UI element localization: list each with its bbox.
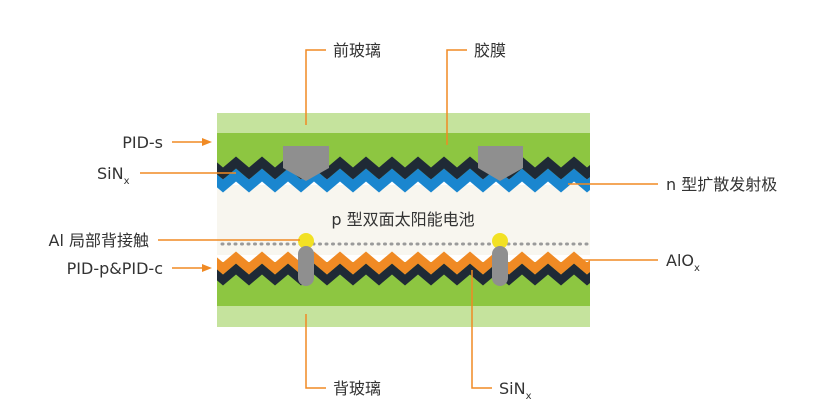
label-n-emitter: n 型扩散发射极: [666, 175, 777, 194]
leader-front-glass: [305, 49, 326, 125]
cell-label: p 型双面太阳能电池: [331, 210, 474, 229]
front-contact-right: [478, 146, 523, 181]
front-glass-layer: [217, 113, 590, 135]
back-contact-right: [492, 246, 508, 286]
arrow-pid-s: [202, 138, 212, 146]
label-encapsulant: 胶膜: [474, 41, 506, 60]
arrow-pid-pc: [202, 264, 212, 272]
front-contact-left: [283, 146, 329, 181]
label-alox-sub: x: [694, 263, 700, 274]
back-contact-left: [298, 246, 314, 286]
label-sinx-front-main: SiN: [97, 164, 124, 183]
cell-stack: [217, 113, 590, 327]
label-sinx-back-main: SiN: [499, 379, 526, 398]
label-alox-main: AlO: [666, 251, 694, 270]
label-sinx-back-sub: x: [526, 391, 532, 402]
leader-arrowheads: [202, 138, 212, 272]
label-sinx-front-sub: x: [124, 176, 130, 187]
label-back-glass: 背玻璃: [333, 379, 381, 398]
leader-sinx-back: [471, 270, 492, 389]
label-sinx-front: SiNx: [97, 164, 130, 187]
label-al-contact: Al 局部背接触: [49, 231, 149, 250]
label-front-glass: 前玻璃: [333, 41, 381, 60]
leader-back-glass: [305, 314, 326, 389]
label-alox: AlOx: [666, 251, 700, 274]
leader-encapsulant: [446, 49, 467, 145]
leader-lines: [140, 49, 658, 389]
label-pid-s: PID-s: [122, 133, 163, 152]
al-contact-dot-left: [298, 233, 314, 249]
al-contact-dot-right: [492, 233, 508, 249]
label-sinx-back: SiNx: [499, 379, 532, 402]
back-glass-layer: [217, 306, 590, 327]
label-pid-pc: PID-p&PID-c: [67, 259, 163, 278]
